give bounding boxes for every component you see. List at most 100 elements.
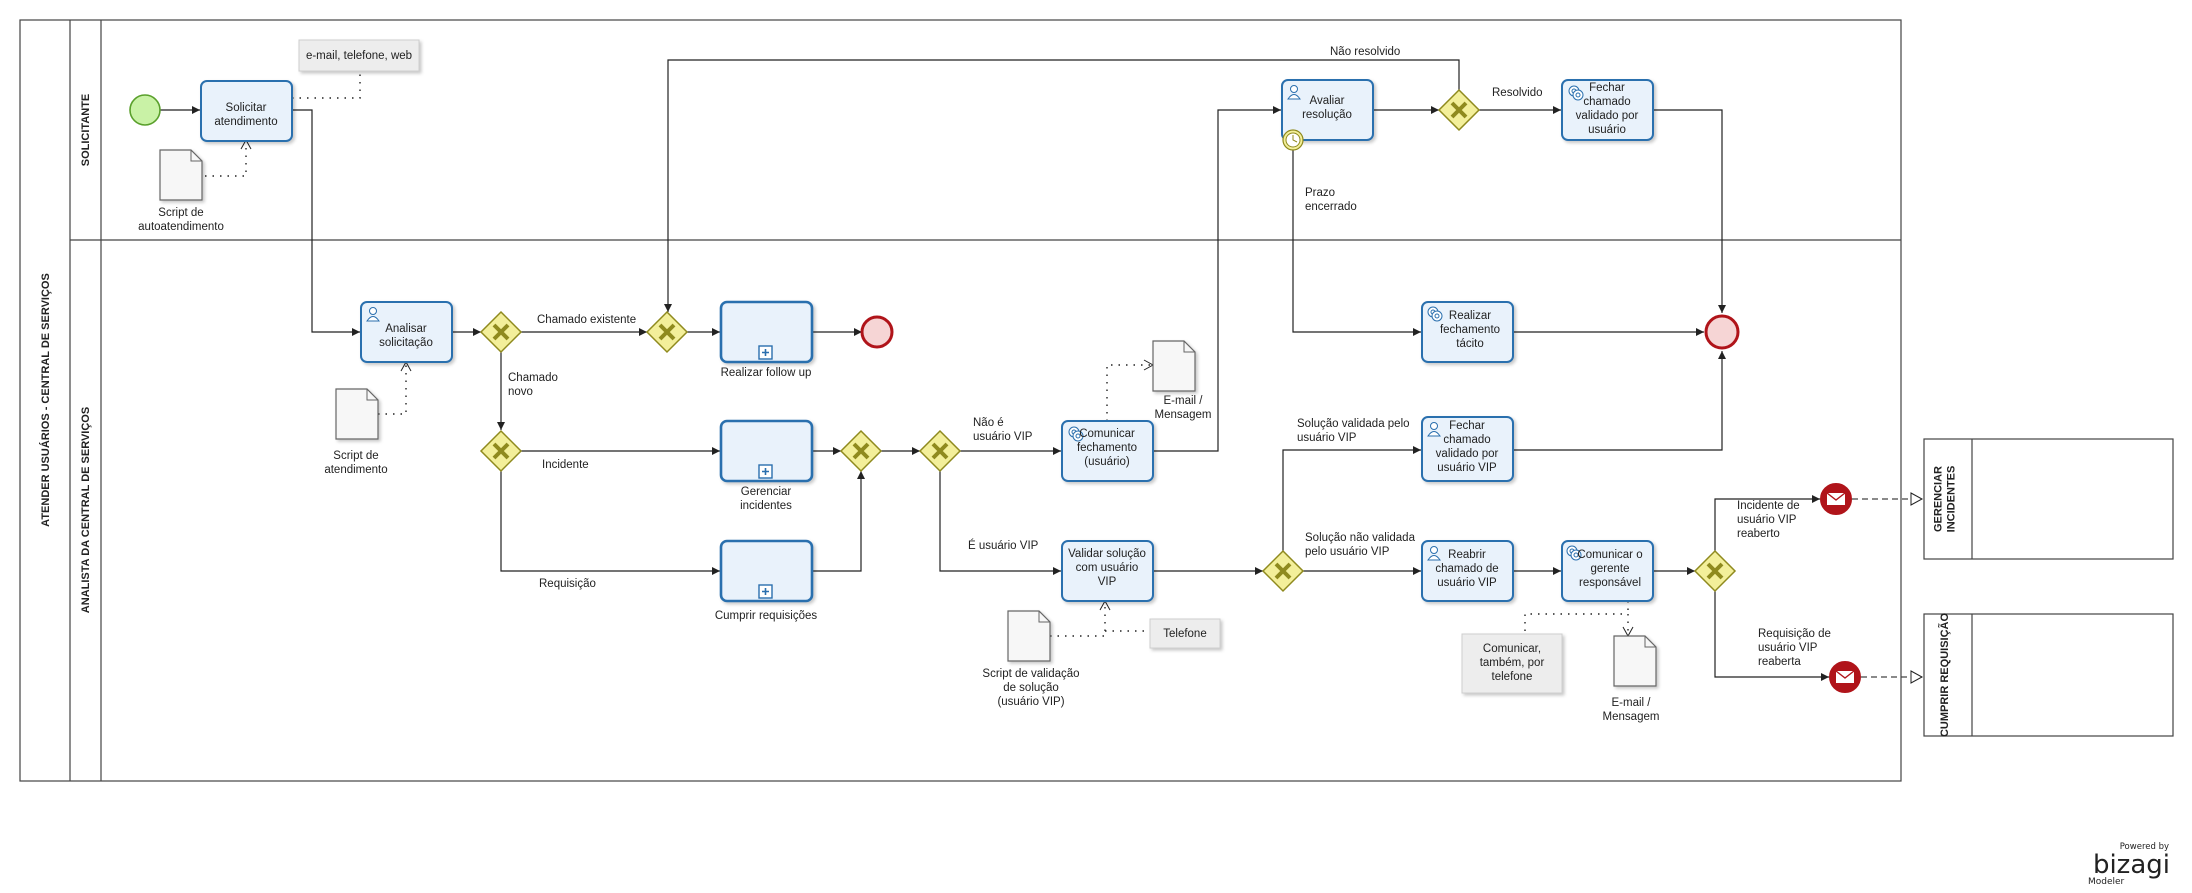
document-email2-label: E-mail /Mensagem (1603, 697, 1660, 723)
subprocess-cumprir-requisicoes[interactable]: Cumprir requisições (715, 539, 818, 622)
message-flows (1852, 492, 1924, 684)
flow-prazo-to-tacito (1292, 140, 1421, 336)
gateway-tipo-reabertura[interactable] (1693, 549, 1737, 593)
sequence-flows (160, 59, 1829, 681)
flow-gw5-to-validar (939, 471, 1061, 575)
service-task-icon (1068, 426, 1084, 442)
associations (205, 72, 1634, 638)
collapsed-pool-gerenciar-incidentes[interactable]: GERENCIARINCIDENTES (1923, 438, 2174, 560)
gateway-merge-followup[interactable] (645, 310, 689, 354)
gateway-usuario-vip[interactable] (918, 429, 962, 473)
label-resolvido: Resolvido (1492, 87, 1543, 99)
pool-title: ATENDER USUÁRIOS - CENTRAL DE SERVIÇOS (39, 273, 52, 527)
start-event[interactable] (129, 94, 161, 126)
end-event-fechamento[interactable] (1704, 314, 1740, 350)
label-chamado-existente: Chamado existente (537, 314, 636, 326)
label-e-vip: É usuário VIP (968, 539, 1039, 552)
bizagi-logo: Powered by bizagi Modeler (2088, 842, 2170, 887)
label-incidente: Incidente (542, 459, 589, 471)
label-nao-resolvido: Não resolvido (1330, 46, 1400, 58)
user-task-icon (366, 307, 380, 322)
flow-cumprir-to-gw4 (812, 471, 865, 572)
user-task-icon (1287, 85, 1301, 100)
annotation-telefone[interactable]: Telefone (1149, 618, 1221, 649)
collapsed-pool-gerenciar-title: GERENCIARINCIDENTES (1933, 466, 1958, 533)
gateways (479, 88, 1737, 593)
flow-fechar-usuario-to-end2 (1653, 109, 1726, 313)
brand-name: bizagi (2093, 850, 2170, 880)
flow-gw6-to-gw2-nao-resolvido (664, 59, 1460, 312)
collapsed-pool-cumprir-requisicao[interactable]: CUMPRIR REQUISIÇÃO (1923, 613, 2174, 738)
pool: ATENDER USUÁRIOS - CENTRAL DE SERVIÇOS S… (19, 19, 1902, 782)
document-email-mensagem-1[interactable]: E-mail /Mensagem (1152, 340, 1212, 421)
collapsed-pool-cumprir-title: CUMPRIR REQUISIÇÃO (1938, 613, 1951, 738)
flow-gw3-to-cumprir (500, 471, 720, 575)
flow-gw8-to-msg2 (1714, 591, 1829, 681)
flow-gw7-to-fechar-vip (1282, 446, 1421, 551)
gateway-solucao-validada[interactable] (1261, 549, 1305, 593)
assoc-solicitar-to-canais (292, 72, 361, 99)
assoc-gerente-to-email2 (1524, 613, 1634, 638)
subprocess-cumprir-label: Cumprir requisições (715, 610, 818, 622)
service-task-icon (1427, 306, 1443, 322)
subprocess-followup-label: Realizar follow up (721, 367, 812, 379)
end-event-followup[interactable] (860, 315, 894, 349)
envelope-icon (1835, 670, 1855, 683)
flow-solicitar-to-analisar (292, 109, 360, 336)
subprocess-realizar-follow-up[interactable]: Realizar follow up (719, 300, 814, 379)
flow-fechar-vip-to-end2 (1513, 351, 1726, 451)
service-task-icon (1566, 545, 1582, 561)
user-task-icon (1427, 422, 1441, 437)
envelope-icon (1826, 492, 1846, 505)
brand-sub: Modeler (2088, 877, 2125, 887)
timer-boundary-event-icon (1282, 129, 1304, 151)
gateway-tipo-solicitacao[interactable] (479, 429, 523, 473)
message-end-event-incidente[interactable] (1820, 483, 1852, 515)
message-end-event-requisicao[interactable] (1829, 661, 1861, 693)
annotation-telefone-label: Telefone (1163, 628, 1206, 640)
lane-title-solicitante: SOLICITANTE (80, 94, 92, 167)
gateway-resolvido[interactable] (1437, 88, 1481, 132)
lane-title-analista: ANALISTA DA CENTRAL DE SERVIÇOS (80, 407, 92, 613)
annotation-canais[interactable]: e-mail, telefone, web (298, 39, 420, 72)
gateway-merge-execucao[interactable] (839, 429, 883, 473)
flow-comunicar-to-avaliar (1153, 106, 1281, 452)
document-email1-label: E-mail /Mensagem (1155, 395, 1212, 421)
collapsed-subprocess-icon (758, 345, 773, 360)
document-email-mensagem-2[interactable]: E-mail /Mensagem (1603, 635, 1660, 723)
gateway-chamado[interactable] (479, 310, 523, 354)
annotation-canais-label: e-mail, telefone, web (306, 50, 412, 62)
